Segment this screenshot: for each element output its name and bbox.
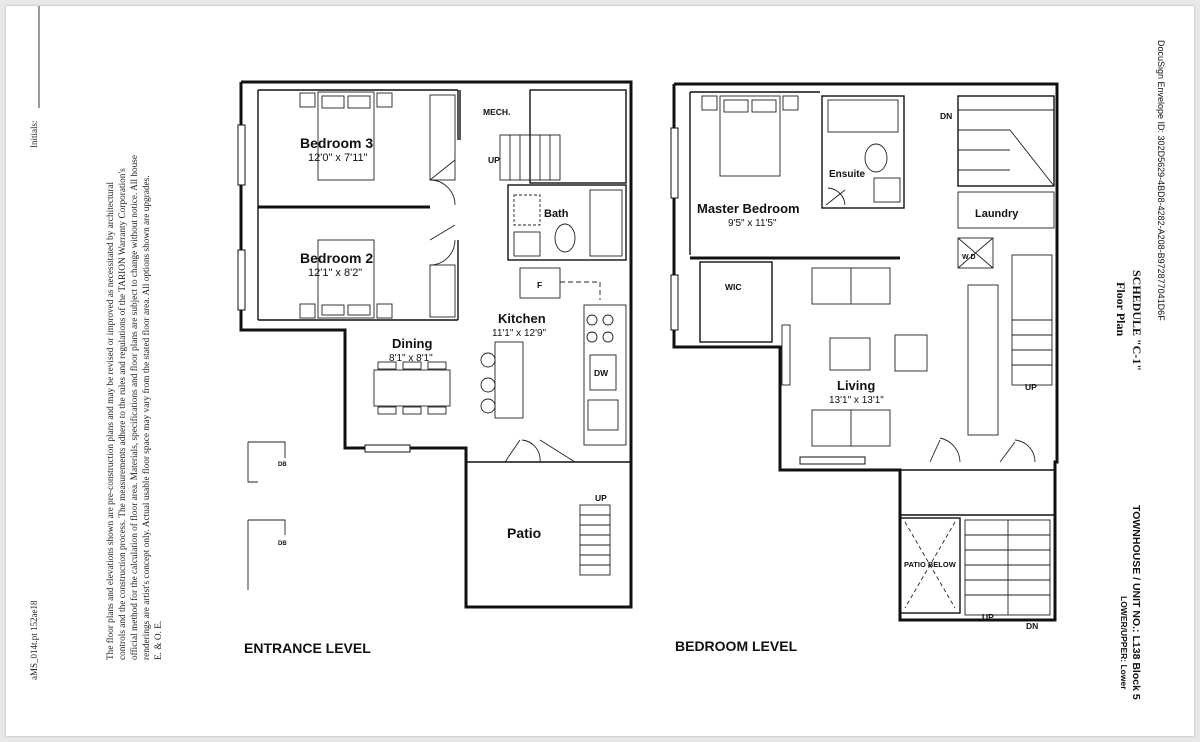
bedroom2-name: Bedroom 2 (300, 250, 373, 266)
floor-plan-drawing: The floor plans and elevations shown are… (29, 0, 1166, 700)
mech-label: MECH. (483, 107, 510, 117)
bedroom2-dim: 12'1" x 8'2" (308, 267, 362, 279)
living-name: Living (837, 378, 875, 393)
master-bedroom-name: Master Bedroom (697, 201, 800, 216)
entrance-level-label: ENTRANCE LEVEL (244, 640, 371, 656)
stair-up-label-right: UP (1025, 382, 1037, 392)
bedroom3-name: Bedroom 3 (300, 135, 373, 151)
schedule-subtitle: Floor Plan (1114, 282, 1128, 336)
svg-text:Initials:: Initials: (29, 121, 39, 149)
disclaimer-line-1: The floor plans and elevations shown are… (105, 181, 116, 660)
patio-below-label: PATIO BELOW (904, 560, 957, 569)
svg-text:DB: DB (278, 462, 287, 468)
svg-text:DocuSign Envelope ID: 302D5629: DocuSign Envelope ID: 302D5629-4BD8-4282… (1156, 40, 1166, 321)
initials-field: Initials: (29, 0, 40, 149)
svg-text:LOWER/UPPER: Lower: LOWER/UPPER: Lower (1119, 596, 1129, 690)
master-bedroom-dim: 9'5" x 11'5" (728, 218, 777, 229)
disclaimer-block: The floor plans and elevations shown are… (105, 155, 164, 660)
laundry-label: Laundry (975, 208, 1019, 220)
disclaimer-line-5: E. & O. E. (154, 621, 164, 660)
document-page: The floor plans and elevations shown are… (6, 0, 1194, 736)
svg-text:aMS_014t.pt 152ae18: aMS_014t.pt 152ae18 (29, 600, 39, 680)
disclaimer-line-4: renderings are artist's concept only. Ac… (141, 175, 152, 660)
entrance-level-plan: DB DB Bedroom 3 12'0" x 7'11" Bedroom 2 … (237, 80, 633, 656)
stair-up-label: UP (488, 155, 500, 165)
svg-text:SCHEDULE "C-1": SCHEDULE "C-1" (1130, 270, 1144, 371)
living-dim: 13'1" x 13'1" (829, 395, 884, 406)
db-symbol-2 (247, 519, 286, 590)
washer-dryer-label: W D (962, 254, 976, 261)
fridge-label: F (537, 280, 542, 290)
db-symbol-1 (247, 441, 286, 483)
svg-text:DB: DB (278, 541, 287, 547)
doc-code: aMS_014t.pt 152ae18 (29, 600, 39, 680)
dw-label: DW (594, 368, 609, 378)
bedroom-level-label: BEDROOM LEVEL (675, 638, 798, 654)
stair-up-label-bottom: UP (982, 612, 994, 622)
unit-level: LOWER/UPPER: Lower (1119, 596, 1129, 690)
svg-text:Floor Plan: Floor Plan (1114, 282, 1128, 336)
kitchen-dim: 11'1" x 12'9" (492, 328, 547, 339)
disclaimer-line-3: official method for the calculation of f… (129, 155, 140, 660)
schedule-heading: SCHEDULE "C-1" (1130, 270, 1144, 371)
docusign-id: DocuSign Envelope ID: 302D5629-4BD8-4282… (1156, 40, 1166, 321)
kitchen-name: Kitchen (498, 311, 546, 326)
disclaimer-line-2: controls and the construction process. T… (117, 168, 128, 660)
bedroom3-dim: 12'0" x 7'11" (308, 152, 368, 164)
stair-dn-label: DN (940, 111, 952, 121)
svg-text:TOWNHOUSE / UNIT NO.: L138 Blo: TOWNHOUSE / UNIT NO.: L138 Block 5 (1130, 505, 1142, 700)
bath-label: Bath (544, 208, 569, 220)
wic-label: WIC (725, 282, 742, 292)
unit-number: TOWNHOUSE / UNIT NO.: L138 Block 5 (1130, 505, 1142, 700)
dining-name: Dining (392, 336, 432, 351)
dining-dim: 8'1" x 8'1" (389, 353, 433, 364)
ensuite-label: Ensuite (829, 169, 866, 180)
patio-stair-up: UP (595, 493, 607, 503)
patio-label: Patio (507, 525, 541, 541)
bedroom-level-plan: Master Bedroom 9'5" x 11'5" Ensuite Laun… (670, 82, 1059, 654)
stair-dn-label-bottom: DN (1026, 621, 1038, 631)
